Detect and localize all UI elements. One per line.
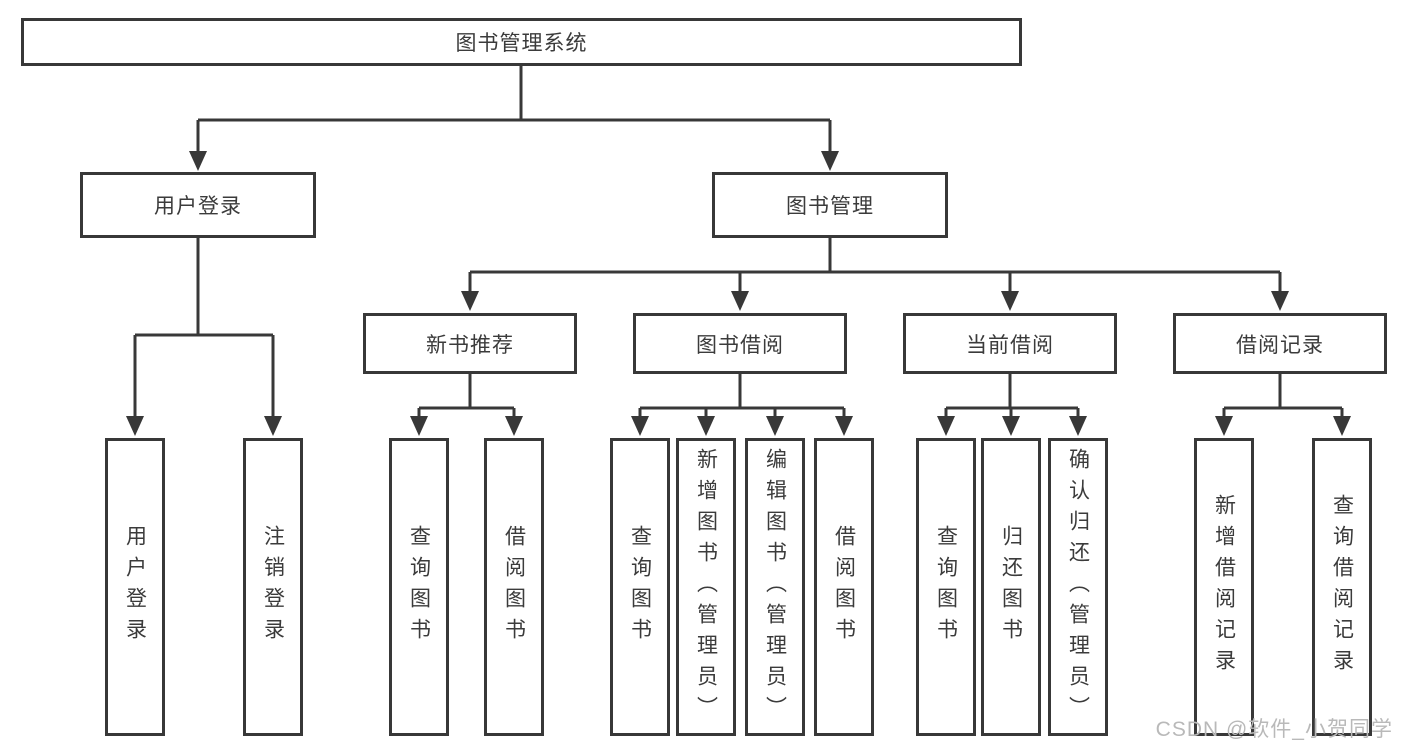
leaf-add-book-admin: 新增图书（管理员） — [676, 438, 736, 736]
node-new-book-recommendation: 新书推荐 — [363, 313, 577, 374]
leaf-query-books-recommend: 查询图书 — [389, 438, 449, 736]
arrowhead-icon — [697, 416, 715, 436]
arrowhead-icon — [835, 416, 853, 436]
leaf-return-book: 归还图书 — [981, 438, 1041, 736]
arrowhead-icon — [821, 151, 839, 171]
arrowhead-icon — [1271, 291, 1289, 311]
leaf-borrow-books-recommend: 借阅图书 — [484, 438, 544, 736]
leaf-label: 归还图书 — [999, 525, 1023, 649]
leaf-label: 查询借阅记录 — [1330, 494, 1354, 680]
watermark: CSDN @软件_小贺同学 — [1155, 718, 1393, 741]
leaf-label: 新增借阅记录 — [1212, 494, 1236, 680]
leaf-label: 注销登录 — [261, 525, 285, 649]
arrowhead-icon — [631, 416, 649, 436]
leaf-label: 用户登录 — [123, 525, 147, 649]
arrowhead-icon — [1069, 416, 1087, 436]
leaf-query-borrow-record: 查询借阅记录 — [1312, 438, 1372, 736]
leaf-label: 新增图书（管理员） — [694, 447, 718, 727]
arrowhead-icon — [461, 291, 479, 311]
arrowhead-icon — [126, 416, 144, 436]
leaf-user-login: 用户登录 — [105, 438, 165, 736]
node-book-borrowing: 图书借阅 — [633, 313, 847, 374]
leaf-label: 查询图书 — [407, 525, 431, 649]
leaf-label: 借阅图书 — [502, 525, 526, 649]
arrowhead-icon — [189, 151, 207, 171]
arrowhead-icon — [766, 416, 784, 436]
leaf-borrow-books: 借阅图书 — [814, 438, 874, 736]
arrowhead-icon — [1215, 416, 1233, 436]
arrowhead-icon — [410, 416, 428, 436]
leaf-label: 确认归还（管理员） — [1066, 447, 1090, 727]
node-user-login: 用户登录 — [80, 172, 316, 238]
node-borrowing-records: 借阅记录 — [1173, 313, 1387, 374]
leaf-add-borrow-record: 新增借阅记录 — [1194, 438, 1254, 736]
leaf-query-books-borrowing: 查询图书 — [610, 438, 670, 736]
node-book-management: 图书管理 — [712, 172, 948, 238]
leaf-label: 查询图书 — [628, 525, 652, 649]
arrowhead-icon — [731, 291, 749, 311]
node-library-management-system: 图书管理系统 — [21, 18, 1022, 66]
leaf-confirm-return-admin: 确认归还（管理员） — [1048, 438, 1108, 736]
leaf-query-books-current: 查询图书 — [916, 438, 976, 736]
leaf-edit-book-admin: 编辑图书（管理员） — [745, 438, 805, 736]
leaf-label: 借阅图书 — [832, 525, 856, 649]
node-current-borrowing: 当前借阅 — [903, 313, 1117, 374]
leaf-logout: 注销登录 — [243, 438, 303, 736]
leaf-label: 查询图书 — [934, 525, 958, 649]
leaf-label: 编辑图书（管理员） — [763, 447, 787, 727]
arrowhead-icon — [1001, 291, 1019, 311]
arrowhead-icon — [505, 416, 523, 436]
arrowhead-icon — [1333, 416, 1351, 436]
arrowhead-icon — [937, 416, 955, 436]
arrowhead-icon — [1002, 416, 1020, 436]
arrowhead-icon — [264, 416, 282, 436]
